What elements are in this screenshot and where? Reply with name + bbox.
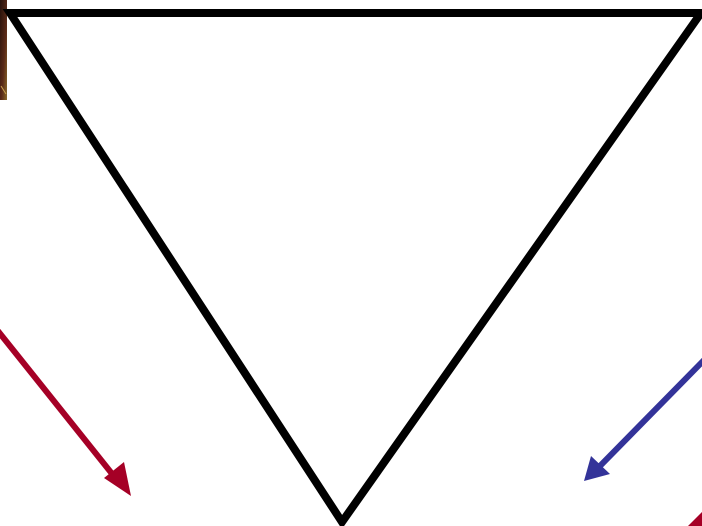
inverted-triangle — [2, 9, 702, 526]
bottom-right-arrow-fragment — [688, 512, 702, 526]
left-arrow — [0, 328, 131, 496]
corner-image-fragment — [0, 0, 7, 100]
right-arrow — [584, 357, 702, 481]
